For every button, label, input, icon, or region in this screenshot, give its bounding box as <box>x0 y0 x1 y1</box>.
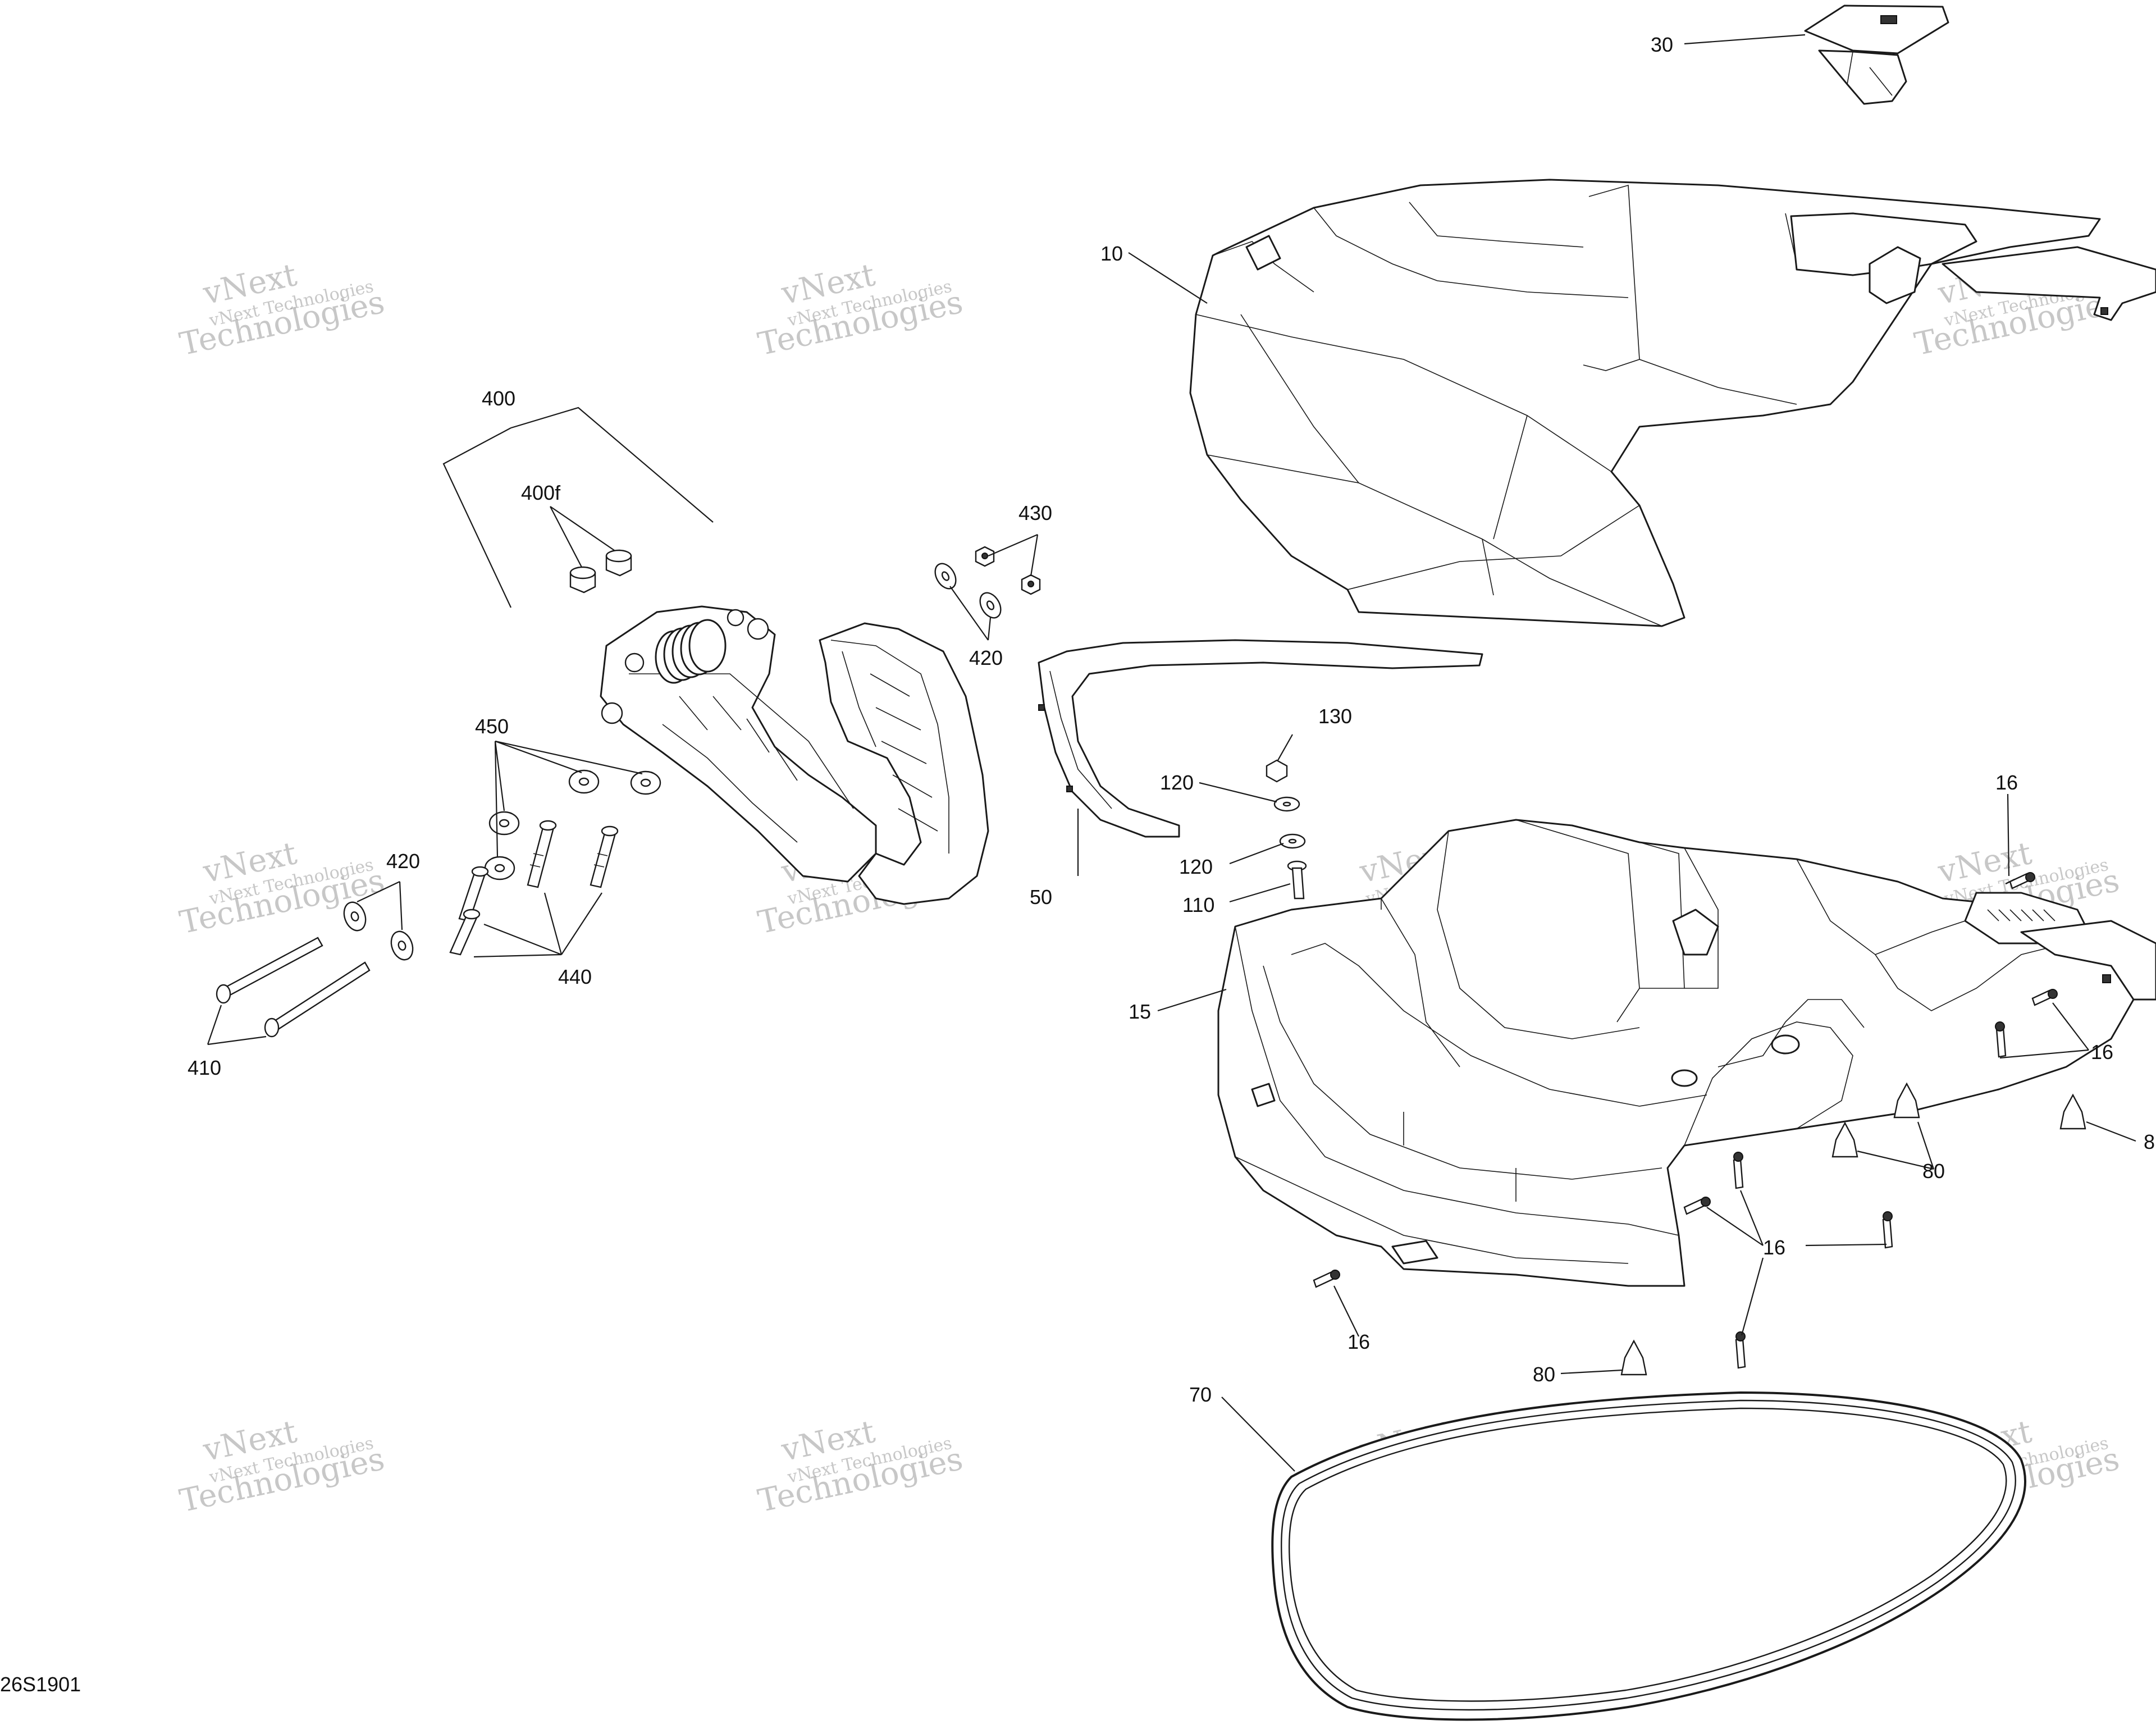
spring-coil <box>655 619 727 684</box>
callout-120-upper: 120 <box>1160 771 1194 794</box>
callout-16-left: 16 <box>1347 1330 1370 1353</box>
part-400f-nuts <box>569 549 632 594</box>
watermark-9: vNext vNext Technologies Technologies <box>176 1413 387 1519</box>
callout-420-left: 420 <box>386 850 420 873</box>
callout-430: 430 <box>1018 501 1052 524</box>
drawing-code: 26S1901 <box>0 1673 81 1696</box>
part-450-washers <box>484 769 661 880</box>
part-410-long-bolts <box>216 937 371 1038</box>
callout-130: 130 <box>1318 705 1352 728</box>
callout-400: 400 <box>482 387 515 410</box>
callout-120-lower: 120 <box>1179 855 1213 878</box>
part-120-washers <box>1273 796 1306 849</box>
watermark-10: vNext vNext Technologies Technologies <box>755 1413 966 1519</box>
part-110-stud <box>1287 860 1307 900</box>
callout-16-center: 16 <box>1763 1236 1785 1259</box>
part-80-clips <box>1620 1082 2086 1376</box>
part-430-nuts <box>975 546 1041 595</box>
callout-16-right: 16 <box>2091 1041 2113 1064</box>
part-50-trim-strip <box>1038 639 1483 838</box>
callout-400f: 400f <box>521 481 561 504</box>
leader-lines <box>207 34 2136 1472</box>
callout-420-right: 420 <box>969 646 1003 669</box>
part-440-bolts <box>449 820 619 956</box>
watermark-1: vNext vNext Technologies Technologies <box>176 257 387 363</box>
callout-80-bottom: 80 <box>1533 1363 1555 1386</box>
callout-410: 410 <box>188 1056 221 1079</box>
part-130-nut <box>1266 759 1288 783</box>
callout-80-right: 80 <box>1922 1160 1945 1183</box>
callout-70: 70 <box>1189 1383 1212 1406</box>
callout-8-edge: 8 <box>2144 1130 2155 1153</box>
callout-30: 30 <box>1651 33 1673 56</box>
callout-110: 110 <box>1182 893 1214 916</box>
part-420-washers-right <box>934 563 1002 619</box>
part-10-top-cover <box>1189 179 2156 627</box>
callout-10: 10 <box>1100 242 1123 265</box>
callout-450: 450 <box>475 715 509 738</box>
part-30-latch <box>1804 4 1949 105</box>
callout-440: 440 <box>558 965 592 988</box>
callout-50: 50 <box>1030 886 1052 909</box>
watermark-2: vNext vNext Technologies Technologies <box>755 257 966 363</box>
part-420-washers-left <box>343 901 414 961</box>
part-70-seal <box>1271 1391 2026 1721</box>
part-400-bracket-assembly <box>600 605 989 905</box>
callout-16-top-right: 16 <box>1995 771 2018 794</box>
part-15-lower-housing <box>1217 819 2156 1287</box>
callout-15: 15 <box>1129 1000 1151 1023</box>
part-16-screws <box>1313 872 2058 1369</box>
